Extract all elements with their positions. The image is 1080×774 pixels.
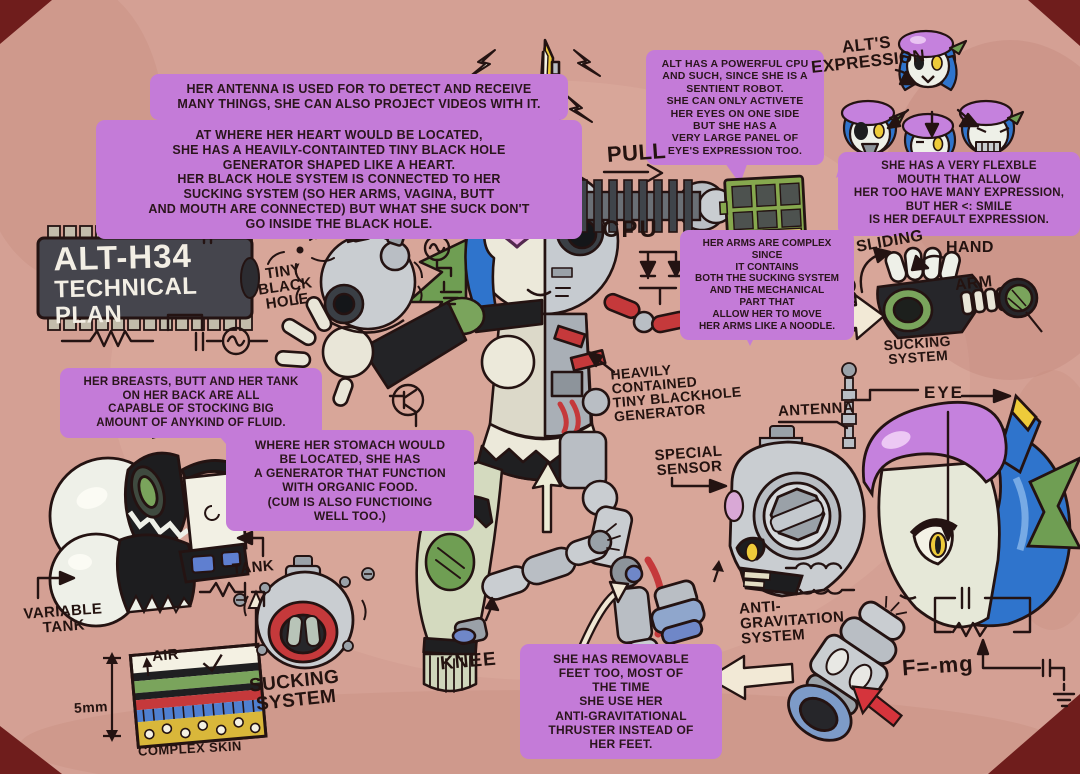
label-pull: PULL bbox=[606, 137, 667, 168]
label-hand: HAND bbox=[946, 239, 994, 256]
label-antenna: ANTENNA bbox=[777, 399, 855, 420]
label-tank: TANK bbox=[231, 557, 275, 578]
gravity-red-arrow bbox=[851, 685, 904, 728]
label-air: AIR bbox=[151, 645, 180, 666]
title-line1: ALT-H34 bbox=[52, 236, 193, 278]
bubble-heart-note: AT WHERE HER HEART WOULD BE LOCATED, SHE… bbox=[96, 120, 582, 240]
anti-gravitation-thruster bbox=[650, 560, 908, 742]
label-sucking-system-bottom: SUCKING SYSTEM bbox=[248, 666, 341, 716]
bubble-arms-note: HER ARMS ARE COMPLEX SINCE IT CONTAINS B… bbox=[680, 230, 854, 341]
label-eye: EYE bbox=[924, 383, 965, 402]
ram-chip bbox=[718, 174, 807, 240]
bubble-feet-note: SHE HAS REMOVABLE FEET TOO, MOST OF THE … bbox=[520, 644, 722, 760]
bubble-mouth-note: SHE HAS A VERY FLEXBLE MOUTH THAT ALLOW … bbox=[838, 152, 1080, 236]
tiny-black-hole-generator bbox=[295, 225, 423, 334]
removable-foot-part bbox=[650, 560, 724, 645]
big-head-illustration bbox=[861, 393, 1080, 629]
bubble-fluids-note: HER BREASTS, BUTT AND HER TANK ON HER BA… bbox=[60, 368, 322, 439]
title-block: ALT-H34 TECHNICAL PLAN bbox=[39, 236, 253, 330]
label-tiny-black-hole: TINY BLACK HOLE bbox=[257, 260, 314, 313]
title-line2: TECHNICAL PLAN bbox=[53, 272, 198, 330]
label-formula: F=-mg bbox=[901, 650, 975, 681]
label-five-mm: 5mm bbox=[73, 698, 109, 716]
label-heavily-contained: HEAVILY CONTAINED TINY BLACKHOLE GENERAT… bbox=[609, 361, 743, 425]
robot-skull-head bbox=[723, 362, 866, 598]
variable-tank-illustration bbox=[48, 425, 250, 628]
bubble-stomach-note: WHERE HER STOMACH WOULD BE LOCATED, SHE … bbox=[226, 430, 474, 531]
label-knee: KNEE bbox=[439, 648, 498, 675]
complex-skin-diagram bbox=[103, 589, 268, 749]
label-cpu: CPU bbox=[602, 216, 659, 243]
bubble-cpu-note: ALT HAS A POWERFUL CPU AND SUCH, SINCE S… bbox=[646, 50, 824, 165]
label-special-sensor: SPECIAL SENSOR bbox=[653, 442, 723, 480]
label-variable-tank: VARIABLE TANK bbox=[22, 600, 103, 637]
label-anti-gravitation: ANTI- GRAVITATION SYSTEM bbox=[738, 597, 845, 648]
sucking-system-illustration bbox=[233, 555, 375, 670]
arm-detail-illustration bbox=[825, 246, 1043, 340]
bubble-antenna-note: HER ANTENNA IS USED FOR TO DETECT AND RE… bbox=[150, 74, 568, 120]
label-sucking-system-arm: SUCKING SYSTEM bbox=[883, 332, 952, 368]
